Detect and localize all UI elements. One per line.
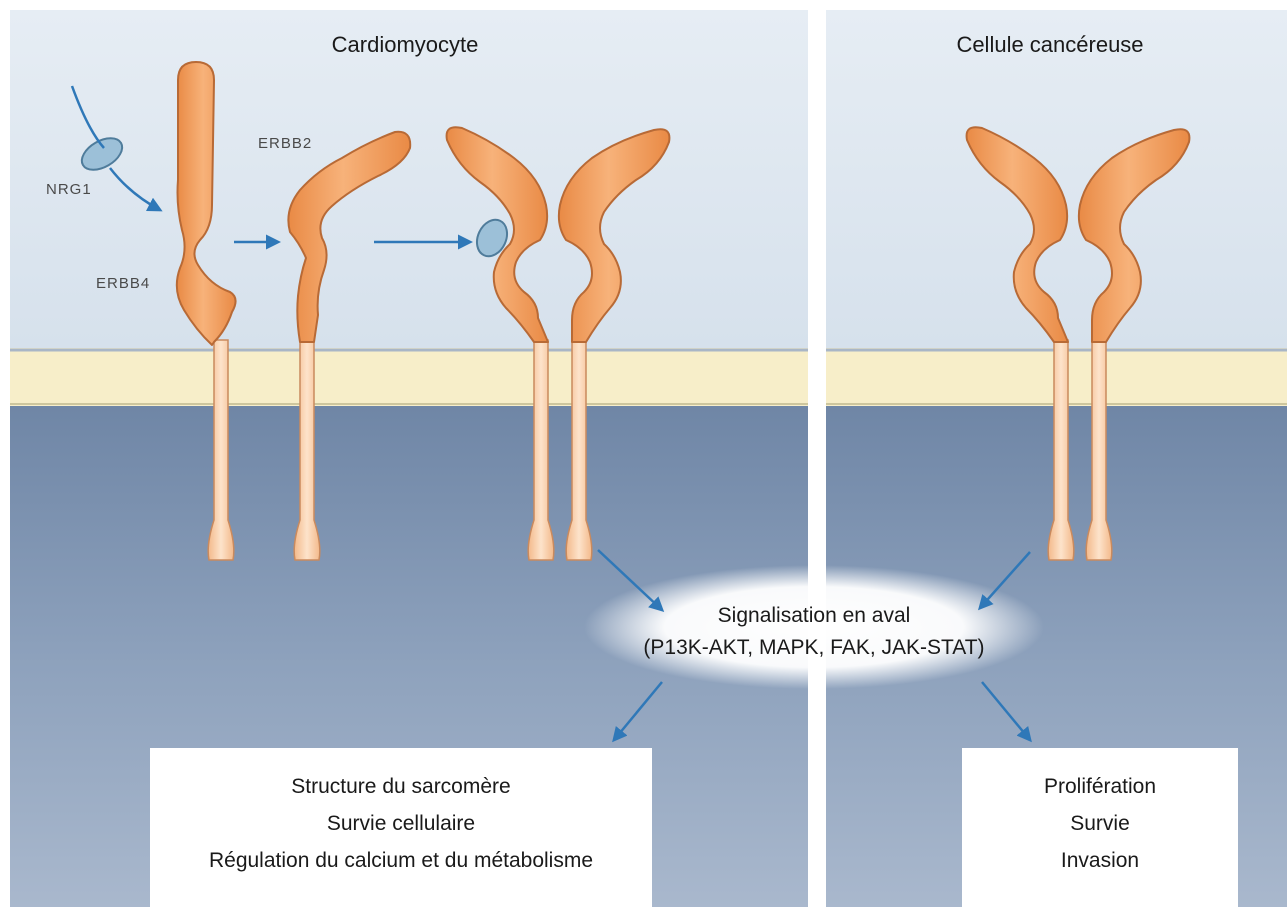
cardio-outcome-2: Survie cellulaire <box>327 812 475 835</box>
cardio-outcome-1: Structure du sarcomère <box>291 775 510 798</box>
signaling-line-1: Signalisation en aval <box>718 604 911 627</box>
left-panel-title: Cardiomyocyte <box>332 32 479 57</box>
cancer-outcome-1: Prolifération <box>1044 775 1156 798</box>
cancer-outcome-box: Prolifération Survie Invasion <box>962 748 1238 908</box>
cancer-outcome-3: Invasion <box>1061 849 1139 872</box>
nrg1-label: NRG1 <box>46 181 92 198</box>
erbb2-label: ERBB2 <box>258 135 312 152</box>
signaling-glow <box>584 565 1044 689</box>
cardio-outcome-box: Structure du sarcomère Survie cellulaire… <box>150 748 652 908</box>
erbb4-label: ERBB4 <box>96 275 150 292</box>
right-panel-title: Cellule cancéreuse <box>956 32 1143 57</box>
left-extracellular <box>10 10 808 348</box>
left-membrane <box>10 348 808 406</box>
signaling-line-2: (P13K-AKT, MAPK, FAK, JAK-STAT) <box>643 636 984 659</box>
cardio-outcome-3: Régulation du calcium et du métabolisme <box>209 849 593 872</box>
cancer-outcome-2: Survie <box>1070 812 1130 835</box>
right-extracellular <box>826 10 1287 348</box>
